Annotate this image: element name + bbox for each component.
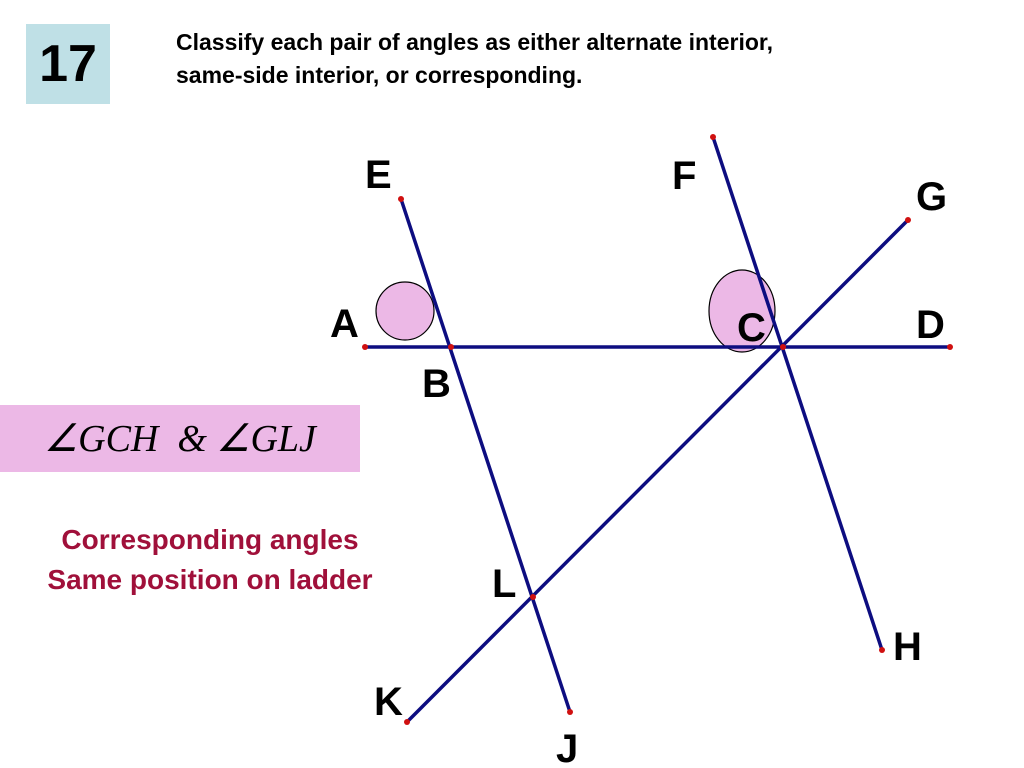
label-j: J [556,727,578,768]
point-g [905,217,911,223]
slide-number-badge: 17 [26,24,110,104]
label-b: B [422,362,451,406]
line-ej [399,198,572,713]
label-e: E [365,153,392,197]
instruction-line-2: same-side interior, or corresponding. [176,62,583,88]
label-h: H [893,625,922,669]
label-a: A [330,302,359,346]
point-h [879,647,885,653]
line-fh [711,136,884,651]
point-d [947,344,953,350]
answer-text: Corresponding angles Same position on la… [0,520,420,600]
line-kg [405,218,910,724]
label-g: G [916,175,947,219]
point-l [530,594,536,600]
answer-line-2: Same position on ladder [47,564,373,595]
point-e [398,196,404,202]
slide-number: 17 [39,35,97,93]
point-f [710,134,716,140]
point-a [362,344,368,350]
angle-marker-b [375,281,435,341]
answer-line-1: Corresponding angles [61,524,359,555]
label-k: K [374,680,403,724]
point-k [404,719,410,725]
instructions: Classify each pair of angles as either a… [176,26,976,92]
label-c: C [737,306,766,350]
instruction-line-1: Classify each pair of angles as either a… [176,29,773,55]
angle-pair-text: ∠GCH & ∠GLJ [44,418,316,460]
angle-pair-box: ∠GCH & ∠GLJ [0,405,360,472]
point-b [448,344,454,350]
point-c [780,344,786,350]
label-d: D [916,303,945,347]
label-l: L [492,562,516,606]
angle-marker-c [708,269,776,353]
label-f: F [672,154,696,198]
point-j [567,709,573,715]
